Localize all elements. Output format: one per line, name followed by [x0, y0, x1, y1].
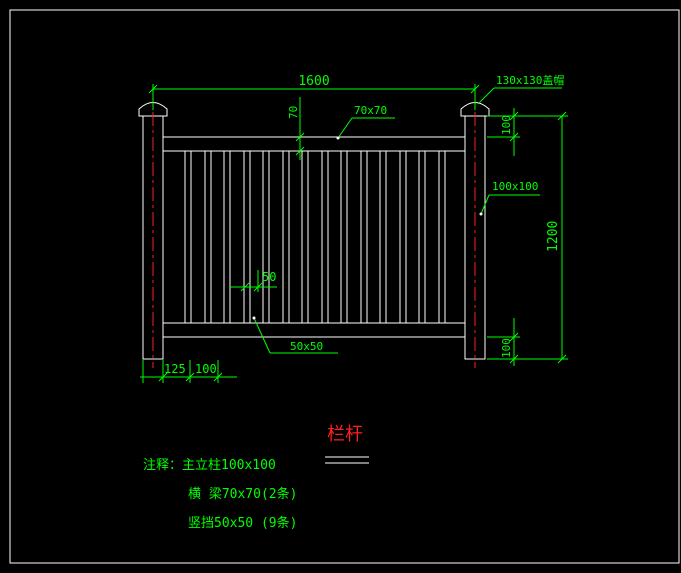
left-post	[138, 102, 168, 368]
bottom-offset-dimension: 100	[487, 318, 520, 366]
rail-size-callout: 70x70	[336, 104, 395, 140]
baluster-size-label: 50x50	[290, 340, 323, 353]
baluster-size-callout: 50x50	[252, 316, 338, 354]
bottom-rail	[162, 322, 466, 338]
drawing-title: 栏杆	[327, 424, 363, 445]
baluster-width-dimension: 50	[230, 270, 277, 292]
rail-gap-dimension: 70	[287, 97, 305, 160]
dim-100-label: 100	[195, 362, 217, 376]
baluster-width-label: 50	[262, 270, 276, 284]
cap-callout: 130x130盖帽	[477, 73, 564, 105]
post-size-callout: 100x100	[479, 180, 540, 216]
cap-label: 130x130盖帽	[496, 73, 564, 87]
bottom-left-dimensions: 125 100	[140, 360, 237, 383]
height-label: 1200	[546, 221, 561, 252]
top-offset-label: 100	[500, 115, 513, 135]
bottom-offset-label: 100	[500, 338, 513, 358]
dim-125-label: 125	[164, 362, 186, 376]
drawing-frame	[9, 9, 680, 564]
post-size-label: 100x100	[492, 180, 538, 193]
note-line-3: 竖挡50x50 (9条)	[188, 515, 297, 531]
balusters	[184, 151, 446, 323]
note-line-2: 横 梁70x70(2条)	[188, 486, 297, 502]
rail-gap-label: 70	[287, 106, 300, 119]
top-rail	[162, 136, 466, 152]
overall-width-label: 1600	[298, 74, 329, 89]
left-post-cap	[138, 102, 168, 117]
top-offset-dimension: 100	[487, 108, 520, 156]
right-post	[460, 102, 490, 368]
note-line-1: 注释：主立柱100x100	[143, 458, 276, 473]
height-dimension: 1200	[487, 111, 568, 364]
rail-size-label: 70x70	[354, 104, 387, 117]
right-post-cap	[460, 102, 490, 117]
overall-width-dimension: 1600	[148, 74, 480, 110]
